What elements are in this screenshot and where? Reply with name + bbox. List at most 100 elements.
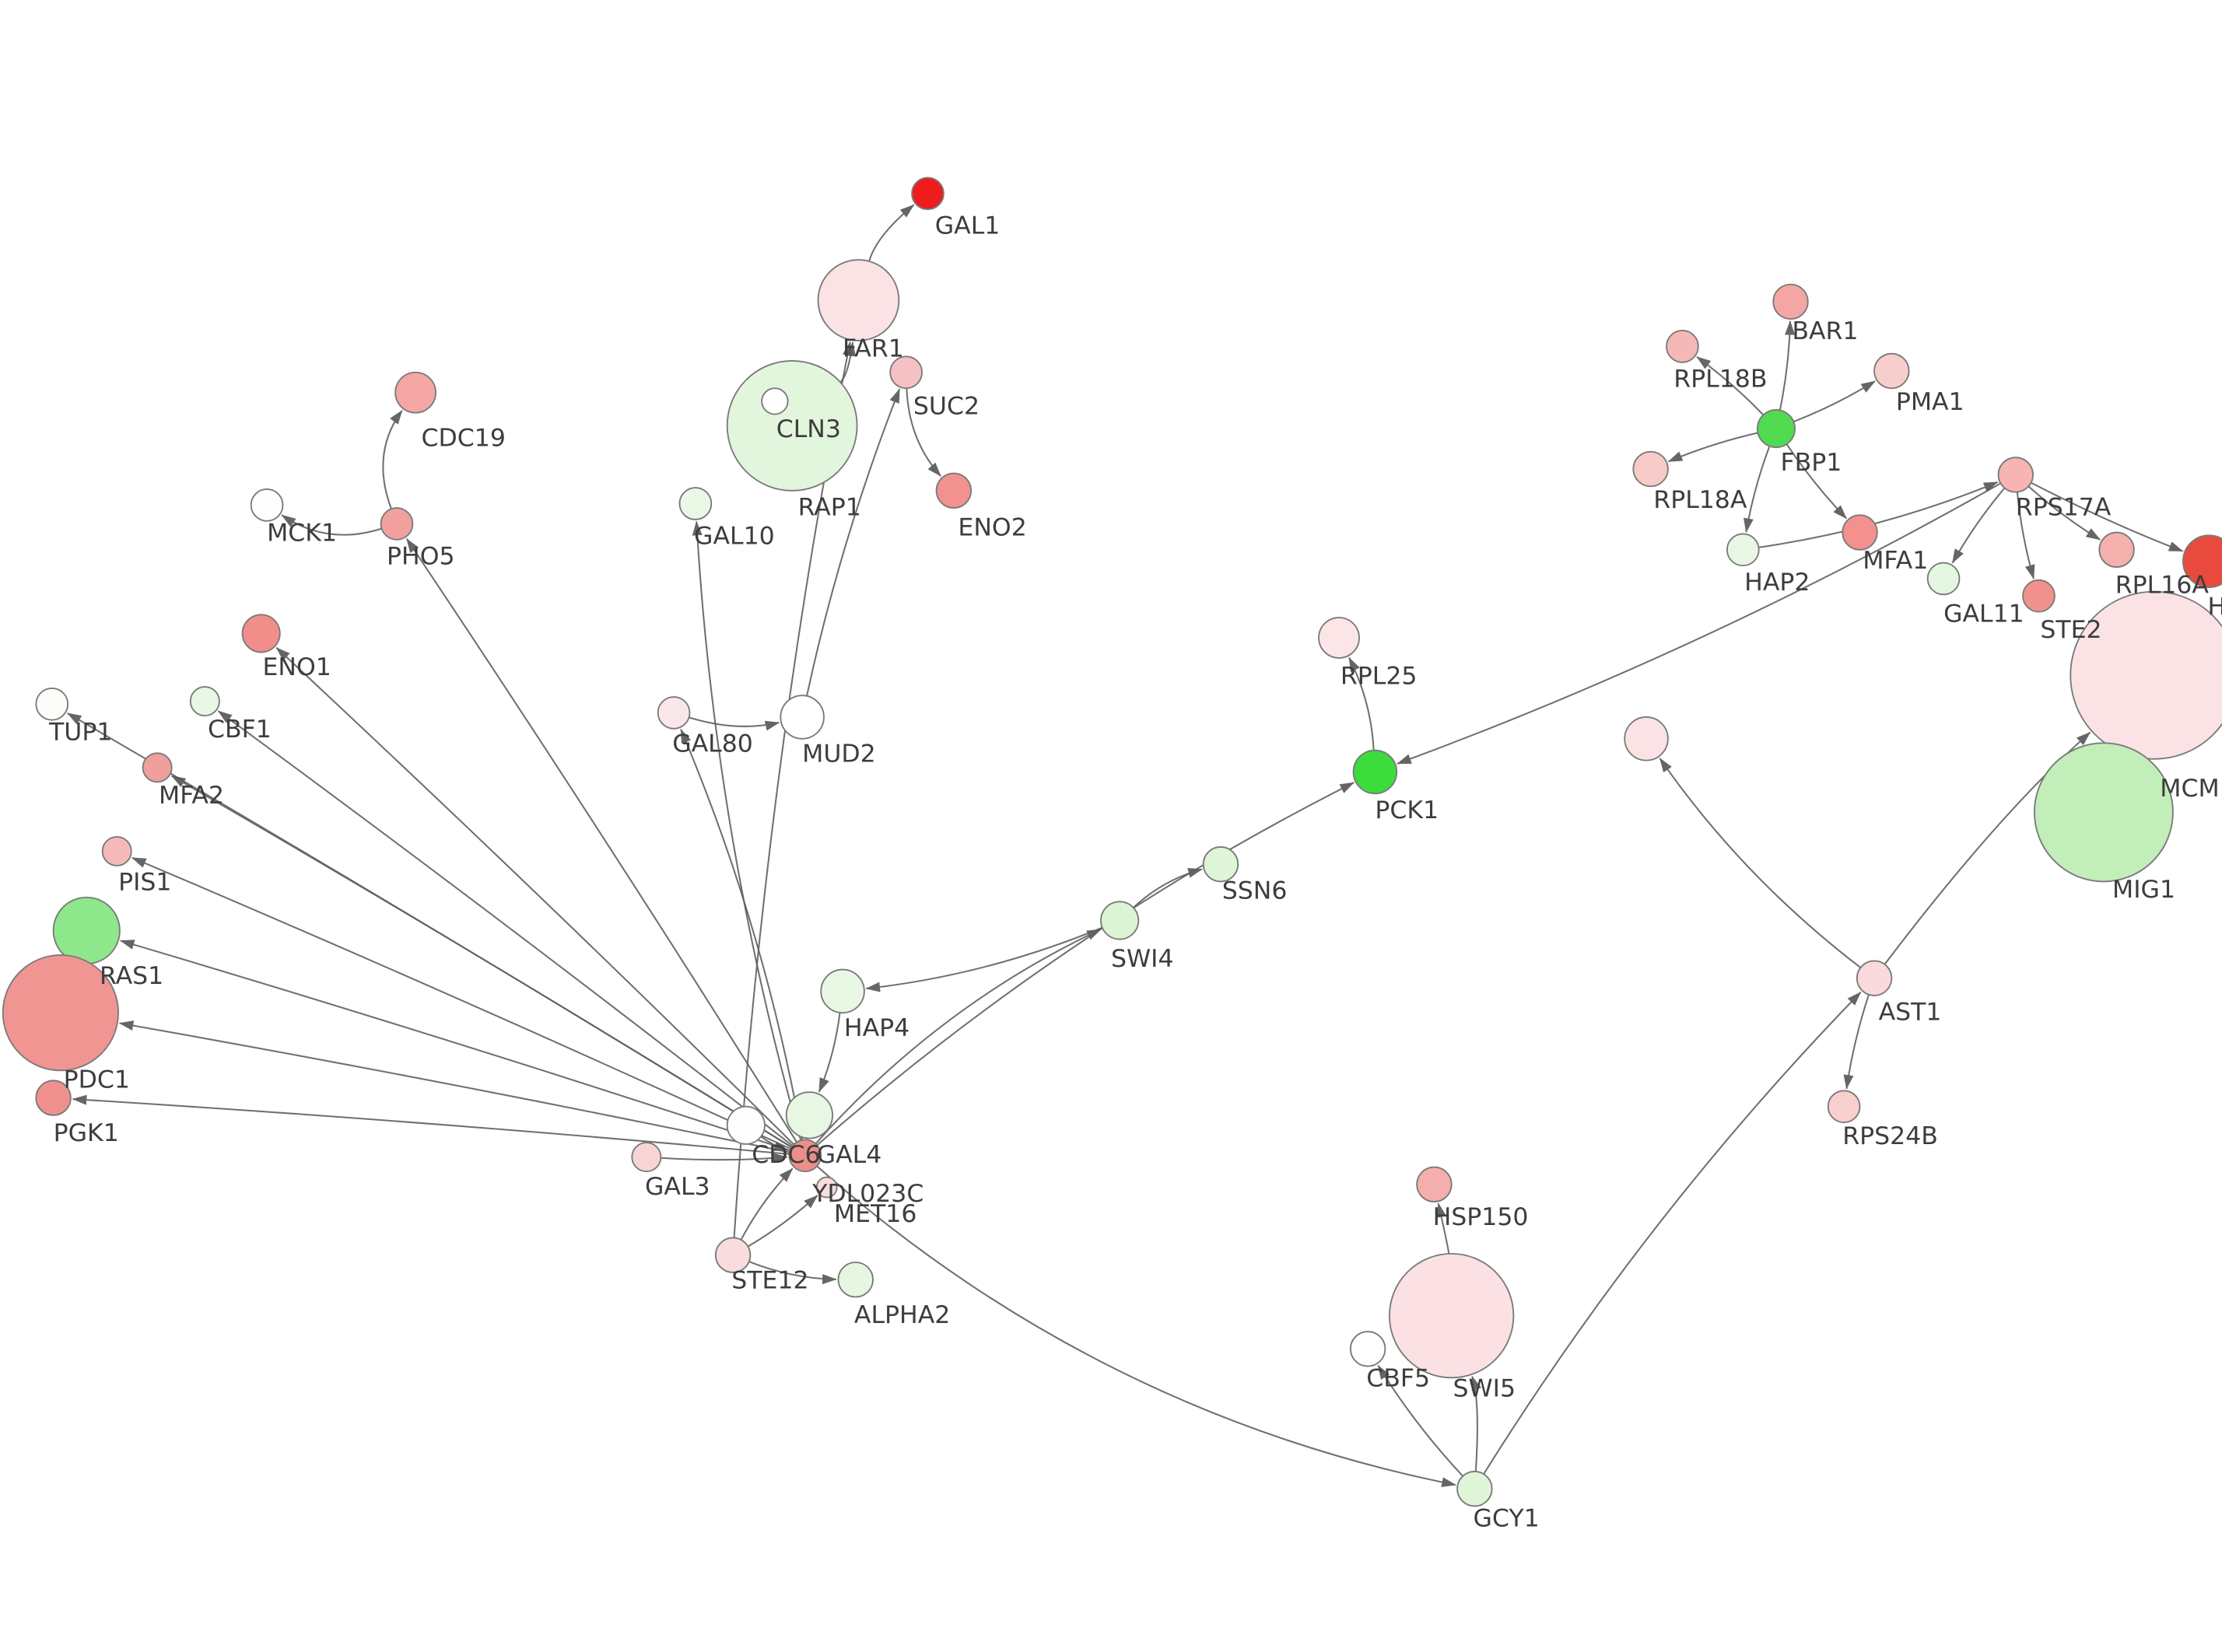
node-rpl25[interactable]	[1318, 617, 1360, 659]
edge-swi4-ssn6[interactable]	[1133, 867, 1203, 908]
edge-gal4-pdc1[interactable]	[118, 1020, 790, 1153]
edge-rps17a-rpl16a[interactable]	[2027, 485, 2101, 541]
edge-ste12-alpha2[interactable]	[748, 1261, 837, 1285]
node-ras1[interactable]	[52, 896, 121, 965]
node-gal3[interactable]	[631, 1142, 662, 1173]
edge-fbp1-rpl18b[interactable]	[1696, 356, 1765, 416]
node-far1[interactable]	[817, 259, 900, 341]
edge-gal4-ras1[interactable]	[119, 940, 790, 1152]
edge-gal3-gal4[interactable]	[661, 1153, 788, 1164]
node-rpl18a[interactable]	[1632, 450, 1669, 488]
edge-gcy1-swi5[interactable]	[1471, 1375, 1482, 1472]
edge-gal4-gcy1[interactable]	[816, 1165, 1456, 1488]
edge-gal4-pgk1[interactable]	[72, 1094, 790, 1155]
node-eno1[interactable]	[241, 614, 281, 653]
node-rap1[interactable]	[761, 387, 789, 415]
node-suc2[interactable]	[889, 355, 923, 390]
edge-swi5-hsp150[interactable]	[1436, 1202, 1450, 1254]
node-pis1[interactable]	[101, 835, 132, 866]
node-mfa1[interactable]	[1842, 514, 1878, 551]
edge-gal4-swi4[interactable]	[815, 929, 1102, 1145]
node-ast1[interactable]	[1856, 960, 1893, 996]
node-gcy1[interactable]	[1456, 1470, 1493, 1507]
node-mcm1[interactable]	[2070, 590, 2222, 760]
edge-rps17a-ste2[interactable]	[2016, 492, 2035, 579]
edge-gal4-pis1[interactable]	[131, 856, 791, 1150]
edge-fbp1-hap2[interactable]	[1744, 446, 1771, 533]
node-ydl023c[interactable]	[785, 1091, 833, 1139]
node-pck1[interactable]	[1352, 749, 1398, 795]
edge-gcy1-ast1[interactable]	[1483, 991, 1862, 1475]
node-cdc6[interactable]	[726, 1105, 766, 1145]
edge-gal80-mud2[interactable]	[689, 716, 780, 731]
edge-fbp1-rpl18a[interactable]	[1667, 432, 1758, 463]
node-gal10[interactable]	[678, 487, 713, 520]
edge-suc2-eno2[interactable]	[906, 388, 941, 477]
node-gal11[interactable]	[1926, 562, 1961, 596]
node-his4[interactable]	[2182, 534, 2222, 588]
edge-rps17a-pck1[interactable]	[1397, 482, 2002, 765]
node-hap2[interactable]	[1726, 533, 1760, 567]
node-gal4[interactable]	[788, 1139, 822, 1173]
node-pho5[interactable]	[380, 507, 414, 541]
node-eno2[interactable]	[935, 472, 973, 509]
node-cbf1[interactable]	[189, 686, 220, 717]
node-ste2[interactable]	[2022, 579, 2056, 613]
edge-gal4-pck1[interactable]	[816, 782, 1355, 1146]
edge-rps17a-his4[interactable]	[2031, 481, 2184, 552]
edge-pho5-mck1[interactable]	[281, 514, 382, 536]
edge-pho5-cdc19[interactable]	[382, 409, 403, 509]
node-ste12[interactable]	[714, 1237, 752, 1273]
node-tup1[interactable]	[35, 687, 69, 721]
edge-gal4-pho5[interactable]	[405, 537, 797, 1143]
node-bar1[interactable]	[1772, 283, 1809, 320]
node-mfa2[interactable]	[142, 752, 173, 783]
edge-gal4-eno1[interactable]	[275, 647, 795, 1146]
edge-mud2-suc2[interactable]	[806, 388, 901, 696]
node-gal1[interactable]	[911, 177, 945, 211]
edge-gal4-gal80[interactable]	[680, 728, 804, 1140]
node-cbf5[interactable]	[1349, 1331, 1386, 1367]
edge-fbp1-mfa1[interactable]	[1786, 443, 1847, 520]
edge-ste12-gal4[interactable]	[740, 1167, 794, 1241]
node-mig1[interactable]	[2033, 742, 2174, 883]
edge-fbp1-pma1[interactable]	[1793, 380, 1876, 423]
edge-hap2-rps17a[interactable]	[1758, 481, 1999, 548]
node-pma1[interactable]	[1873, 352, 1910, 390]
edge-gal4-cbf1[interactable]	[217, 710, 794, 1146]
node-gal80[interactable]	[657, 696, 691, 730]
node-swi4[interactable]	[1100, 901, 1140, 940]
node-fbp1[interactable]	[1756, 409, 1796, 449]
node-cdc19[interactable]	[394, 371, 436, 414]
node-met16[interactable]	[815, 1176, 838, 1199]
edge-far1-gal1[interactable]	[868, 204, 915, 262]
edge-fbp1-bar1[interactable]	[1779, 320, 1796, 411]
edge-ste12-met16[interactable]	[747, 1195, 818, 1248]
edge-gal4-gal10[interactable]	[692, 520, 802, 1141]
node-hsp150[interactable]	[1416, 1166, 1453, 1203]
edge-ast1-rps24b[interactable]	[1843, 994, 1870, 1090]
edge-hap4-ydl023c[interactable]	[818, 1012, 841, 1093]
node-rpl18b[interactable]	[1666, 330, 1699, 363]
edge-cdc6-gal4[interactable]	[760, 1136, 789, 1151]
node-ssn6[interactable]	[1202, 845, 1239, 883]
node-mck1[interactable]	[250, 488, 284, 522]
node-pgk1[interactable]	[35, 1080, 72, 1116]
node-mud2[interactable]	[780, 695, 825, 740]
edge-pck1-rpl25[interactable]	[1348, 656, 1375, 751]
node-pdc1[interactable]	[2, 954, 119, 1072]
node-unnamed[interactable]	[1624, 716, 1669, 761]
edge-ast1-unnamed[interactable]	[1659, 758, 1862, 968]
edge-gcy1-cbf5[interactable]	[1377, 1364, 1463, 1477]
edge-swi4-hap4[interactable]	[865, 926, 1103, 992]
node-cln3[interactable]	[726, 359, 858, 492]
node-rps24b[interactable]	[1827, 1090, 1861, 1124]
node-rps17a[interactable]	[1997, 457, 2034, 493]
node-rpl16a[interactable]	[2098, 531, 2135, 569]
edge-rps17a-gal11[interactable]	[1951, 487, 2006, 564]
node-alpha2[interactable]	[837, 1262, 874, 1298]
node-swi5[interactable]	[1388, 1252, 1515, 1379]
edge-gal4-mfa2[interactable]	[170, 775, 793, 1148]
node-hap4[interactable]	[820, 968, 865, 1014]
